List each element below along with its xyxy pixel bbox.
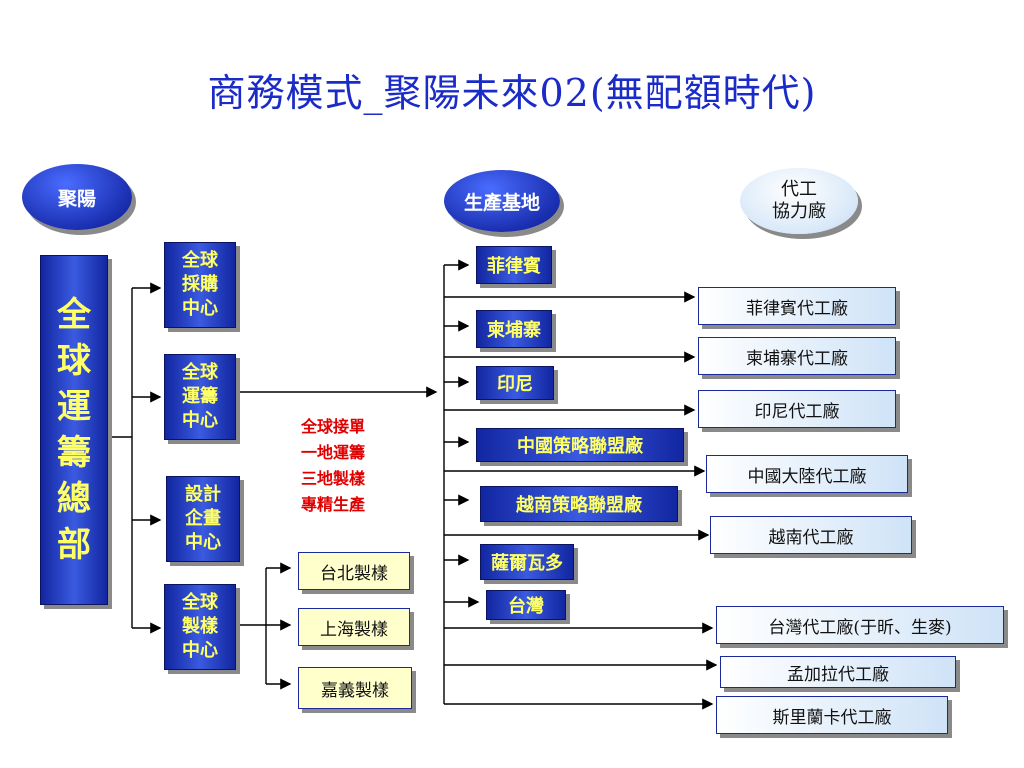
oem-factory-indonesia: 印尼代工廠 bbox=[698, 390, 896, 428]
oem-factory-bangladesh: 孟加拉代工廠 bbox=[720, 656, 956, 688]
global-sampling-center: 全球 製樣 中心 bbox=[164, 584, 236, 670]
page-title: 商務模式_聚陽未來02(無配額時代) bbox=[207, 71, 817, 115]
oem-factory-philippines: 菲律賓代工廠 bbox=[698, 287, 896, 325]
production-base-china-alliance: 中國策略聯盟廠 bbox=[476, 428, 684, 462]
oem-factory-cambodia: 柬埔寨代工廠 bbox=[698, 337, 896, 375]
design-planning-center: 設計 企畫 中心 bbox=[166, 476, 240, 562]
production-base-taiwan: 台灣 bbox=[486, 590, 566, 620]
company-oval: 聚陽 bbox=[22, 164, 132, 230]
production-base-cambodia: 柬埔寨 bbox=[476, 310, 552, 348]
production-base-philippines: 菲律賓 bbox=[476, 246, 552, 284]
production-base-indonesia: 印尼 bbox=[476, 366, 554, 400]
sampling-site-taipei: 台北製樣 bbox=[298, 552, 410, 590]
oem-factory-taiwan: 台灣代工廠(于昕、生麥) bbox=[716, 606, 1004, 644]
production-base-vietnam-alliance: 越南策略聯盟廠 bbox=[480, 486, 678, 522]
global-logistics-center: 全球 運籌 中心 bbox=[164, 354, 236, 440]
oem-factory-vietnam: 越南代工廠 bbox=[710, 516, 912, 554]
sampling-site-chiayi: 嘉義製樣 bbox=[298, 667, 412, 709]
strategy-slogan: 全球接單 一地運籌 三地製樣 專精生產 bbox=[300, 417, 365, 514]
oem-partner-oval: 代工 協力廠 bbox=[740, 168, 858, 234]
sampling-site-shanghai: 上海製樣 bbox=[298, 608, 410, 646]
global-procurement-center: 全球 採購 中心 bbox=[164, 242, 236, 328]
production-base-oval: 生產基地 bbox=[444, 170, 560, 232]
oem-factory-sri-lanka: 斯里蘭卡代工廠 bbox=[716, 696, 948, 734]
global-logistics-hq: 全 球 運 籌 總 部 bbox=[40, 255, 108, 605]
oem-factory-china: 中國大陸代工廠 bbox=[706, 455, 908, 493]
production-base-el-salvador: 薩爾瓦多 bbox=[480, 544, 574, 580]
